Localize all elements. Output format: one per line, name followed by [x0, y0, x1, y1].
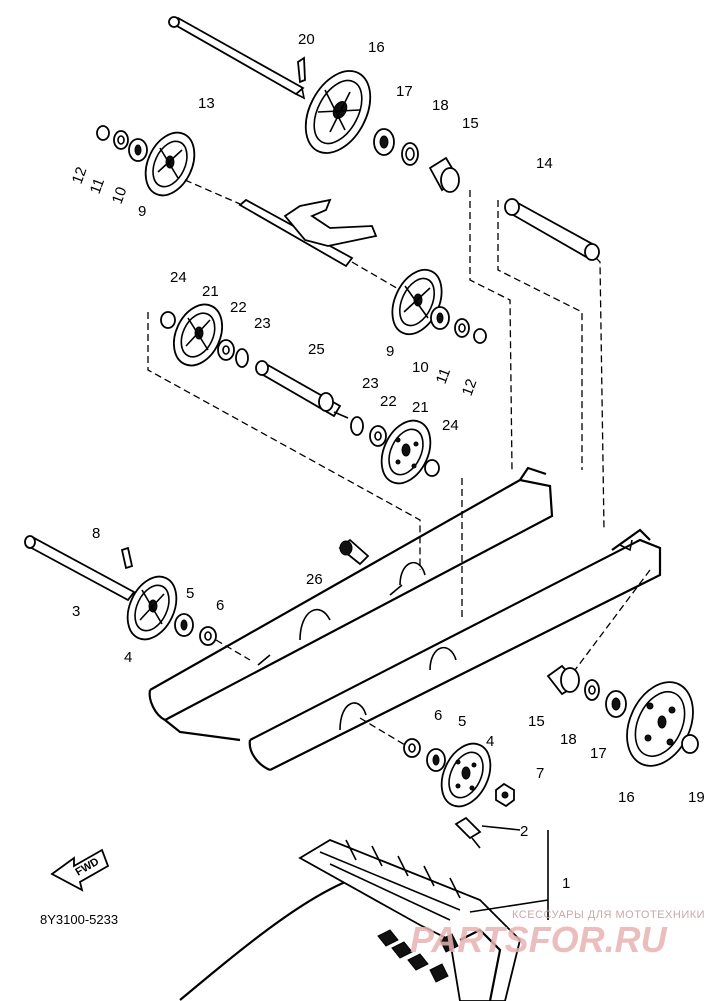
wheel-21-left	[173, 303, 223, 367]
callout-15-bottom: 15	[528, 713, 545, 730]
collar-11-right	[454, 318, 470, 338]
callout-3: 3	[72, 603, 80, 620]
callout-5-right: 5	[458, 713, 466, 730]
wheel-9-left	[144, 131, 196, 197]
wheel-4-right	[440, 742, 492, 808]
callout-4-left: 4	[124, 649, 132, 666]
callout-labels: 20 16 13 17 18 15 12 11 10 9 14 24 21 22…	[69, 31, 705, 892]
bearing-5-right	[426, 748, 446, 772]
callout-10-left: 10	[109, 185, 131, 206]
bearing-5-left	[174, 613, 194, 637]
watermark-tagline: КСЕССУАРЫ ДЛЯ МОТОТЕХНИКИ	[512, 909, 705, 921]
bearing-17-bottom	[605, 690, 627, 718]
diagram-code: 8Y3100-5233	[40, 912, 118, 927]
wheel-16-top	[304, 70, 372, 154]
callout-6-left: 6	[216, 597, 224, 614]
callout-20: 20	[298, 31, 315, 48]
track-1	[179, 838, 521, 1001]
clip-2	[454, 816, 482, 849]
washer-12-right	[473, 328, 487, 344]
nut-7	[495, 782, 515, 808]
pin-8	[120, 546, 134, 570]
shaft-13	[168, 16, 306, 100]
collar-11-left	[113, 130, 129, 150]
callout-16-top: 16	[368, 39, 385, 56]
ring-23-right	[350, 416, 364, 436]
callout-17-bottom: 17	[590, 745, 607, 762]
callout-6-right: 6	[434, 707, 442, 724]
shaft-3	[24, 535, 136, 602]
axle-bracket	[238, 198, 378, 268]
shaft-25	[255, 360, 349, 419]
bearing-10-left	[128, 138, 148, 162]
collar-18-top	[401, 142, 419, 166]
callout-16-bottom: 16	[618, 789, 635, 806]
spacer-15-bottom	[546, 664, 580, 696]
callout-5-left: 5	[186, 585, 194, 602]
wheel-16-bottom	[626, 681, 694, 767]
callout-13: 13	[198, 95, 215, 112]
cap-19	[681, 734, 699, 754]
callout-17-top: 17	[396, 83, 413, 100]
callout-9-right: 9	[386, 343, 394, 360]
callout-9-left: 9	[138, 203, 146, 220]
callout-22-right: 22	[380, 393, 397, 410]
shaft-14	[504, 198, 600, 261]
callout-14: 14	[536, 155, 553, 172]
wheel-4-left	[126, 575, 178, 641]
callout-12-left: 12	[69, 165, 91, 186]
washer-6-right	[403, 738, 421, 758]
callout-22-left: 22	[230, 299, 247, 316]
callout-1: 1	[562, 875, 570, 892]
washer-12-left	[96, 125, 110, 141]
callout-24-left: 24	[170, 269, 187, 286]
callout-2: 2	[520, 823, 528, 840]
collar-22-left	[217, 339, 235, 361]
wheel-9-right	[391, 268, 443, 336]
callout-19: 19	[688, 789, 705, 806]
callout-18-bottom: 18	[560, 731, 577, 748]
slide-rail-frame	[148, 466, 662, 772]
callout-21-left: 21	[202, 283, 219, 300]
washer-24-left	[160, 311, 176, 329]
callout-26: 26	[306, 571, 323, 588]
callout-15-top: 15	[462, 115, 479, 132]
callout-4-right: 4	[486, 733, 494, 750]
fwd-arrow-icon	[50, 848, 110, 892]
watermark-brand: PARTSFOR.RU	[410, 919, 668, 960]
pin-20	[297, 56, 306, 84]
callout-21-right: 21	[412, 399, 429, 416]
bearing-17-top	[373, 128, 395, 156]
washer-6-left	[199, 626, 217, 646]
collar-22-right	[369, 425, 387, 447]
spacer-15-top	[428, 156, 460, 193]
callout-7: 7	[536, 765, 544, 782]
callout-18-top: 18	[432, 97, 449, 114]
bolt-26	[338, 538, 370, 566]
callout-25: 25	[308, 341, 325, 358]
callout-12-right: 12	[459, 377, 481, 398]
bearing-10-right	[430, 306, 450, 330]
wheel-21-right	[380, 419, 432, 485]
callout-23-right: 23	[362, 375, 379, 392]
callout-11-left: 11	[87, 176, 108, 196]
callout-23-left: 23	[254, 315, 271, 332]
washer-24-right	[424, 459, 440, 477]
callout-8: 8	[92, 525, 100, 542]
callout-11-right: 11	[433, 366, 454, 386]
callout-10-right: 10	[412, 359, 429, 376]
callout-24-right: 24	[442, 417, 459, 434]
collar-18-bottom	[584, 679, 600, 701]
ring-23-left	[235, 348, 249, 368]
